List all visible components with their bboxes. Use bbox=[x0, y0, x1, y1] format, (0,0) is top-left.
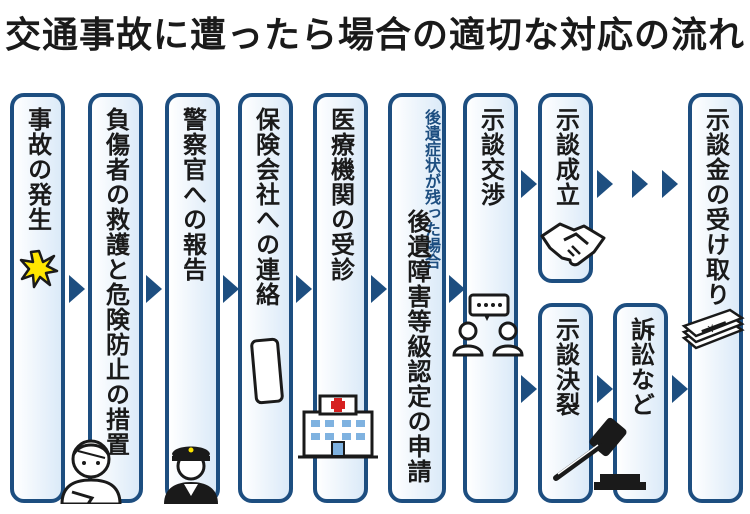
police-officer-icon bbox=[164, 446, 218, 504]
step-insurance: 保険会社への連絡 bbox=[238, 93, 293, 503]
flow-arrow bbox=[69, 275, 85, 303]
starburst-icon bbox=[19, 249, 59, 289]
flow-arrow bbox=[146, 275, 162, 303]
step-lawsuit: 訴訟など bbox=[613, 303, 668, 503]
step-police: 警察官への報告 bbox=[165, 93, 220, 503]
step-settled-label: 示談成立 bbox=[551, 107, 580, 207]
flow-arrow bbox=[223, 275, 239, 303]
flow-arrow bbox=[662, 170, 678, 198]
flow-arrow bbox=[597, 170, 613, 198]
step-police-label: 警察官への報告 bbox=[178, 107, 207, 282]
step-sequelae-label: 後遺障害等級認定の申請 bbox=[403, 209, 431, 484]
injured-person-icon bbox=[60, 439, 122, 504]
handshake-icon bbox=[540, 222, 606, 267]
flow-arrow bbox=[449, 275, 465, 303]
step-lawsuit-label: 訴訟など bbox=[626, 317, 655, 417]
flow-arrow bbox=[371, 275, 387, 303]
flow-arrow bbox=[597, 375, 613, 403]
step-rescue-label: 負傷者の救護と危険防止の措置 bbox=[101, 107, 130, 457]
step-failed-label: 示談決裂 bbox=[551, 317, 580, 417]
flow-arrow bbox=[296, 275, 312, 303]
flow-arrow bbox=[521, 170, 537, 198]
step-accident-label: 事故の発生 bbox=[23, 107, 52, 232]
discussion-icon bbox=[452, 293, 524, 357]
flow-arrow bbox=[672, 375, 688, 403]
step-medical-label: 医療機関の受診 bbox=[326, 107, 355, 282]
flow-arrow bbox=[521, 375, 537, 403]
hospital-icon bbox=[298, 394, 378, 459]
step-sequelae-note: 後遺症状が残った場合 bbox=[422, 109, 441, 269]
page-title: 交通事故に遭ったら場合の適切な対応の流れ bbox=[4, 15, 745, 56]
step-insurance-label: 保険会社への連絡 bbox=[251, 107, 280, 307]
step-payment: 示談金の受け取り bbox=[688, 93, 743, 503]
flow-arrow bbox=[632, 170, 648, 198]
step-negotiation-label: 示談交渉 bbox=[476, 107, 505, 207]
step-payment-label: 示談金の受け取り bbox=[701, 107, 730, 307]
step-sequelae: 後遺症状が残った場合 後遺障害等級認定の申請 bbox=[388, 93, 446, 503]
step-accident: 事故の発生 bbox=[10, 93, 65, 503]
step-rescue: 負傷者の救護と危険防止の措置 bbox=[88, 93, 143, 503]
money-bundle-icon: ¥ bbox=[681, 308, 745, 350]
svg-text:¥: ¥ bbox=[707, 323, 717, 336]
step-failed: 示談決裂 bbox=[538, 303, 593, 503]
gavel-icon bbox=[553, 417, 646, 490]
smartphone-icon bbox=[250, 337, 284, 405]
